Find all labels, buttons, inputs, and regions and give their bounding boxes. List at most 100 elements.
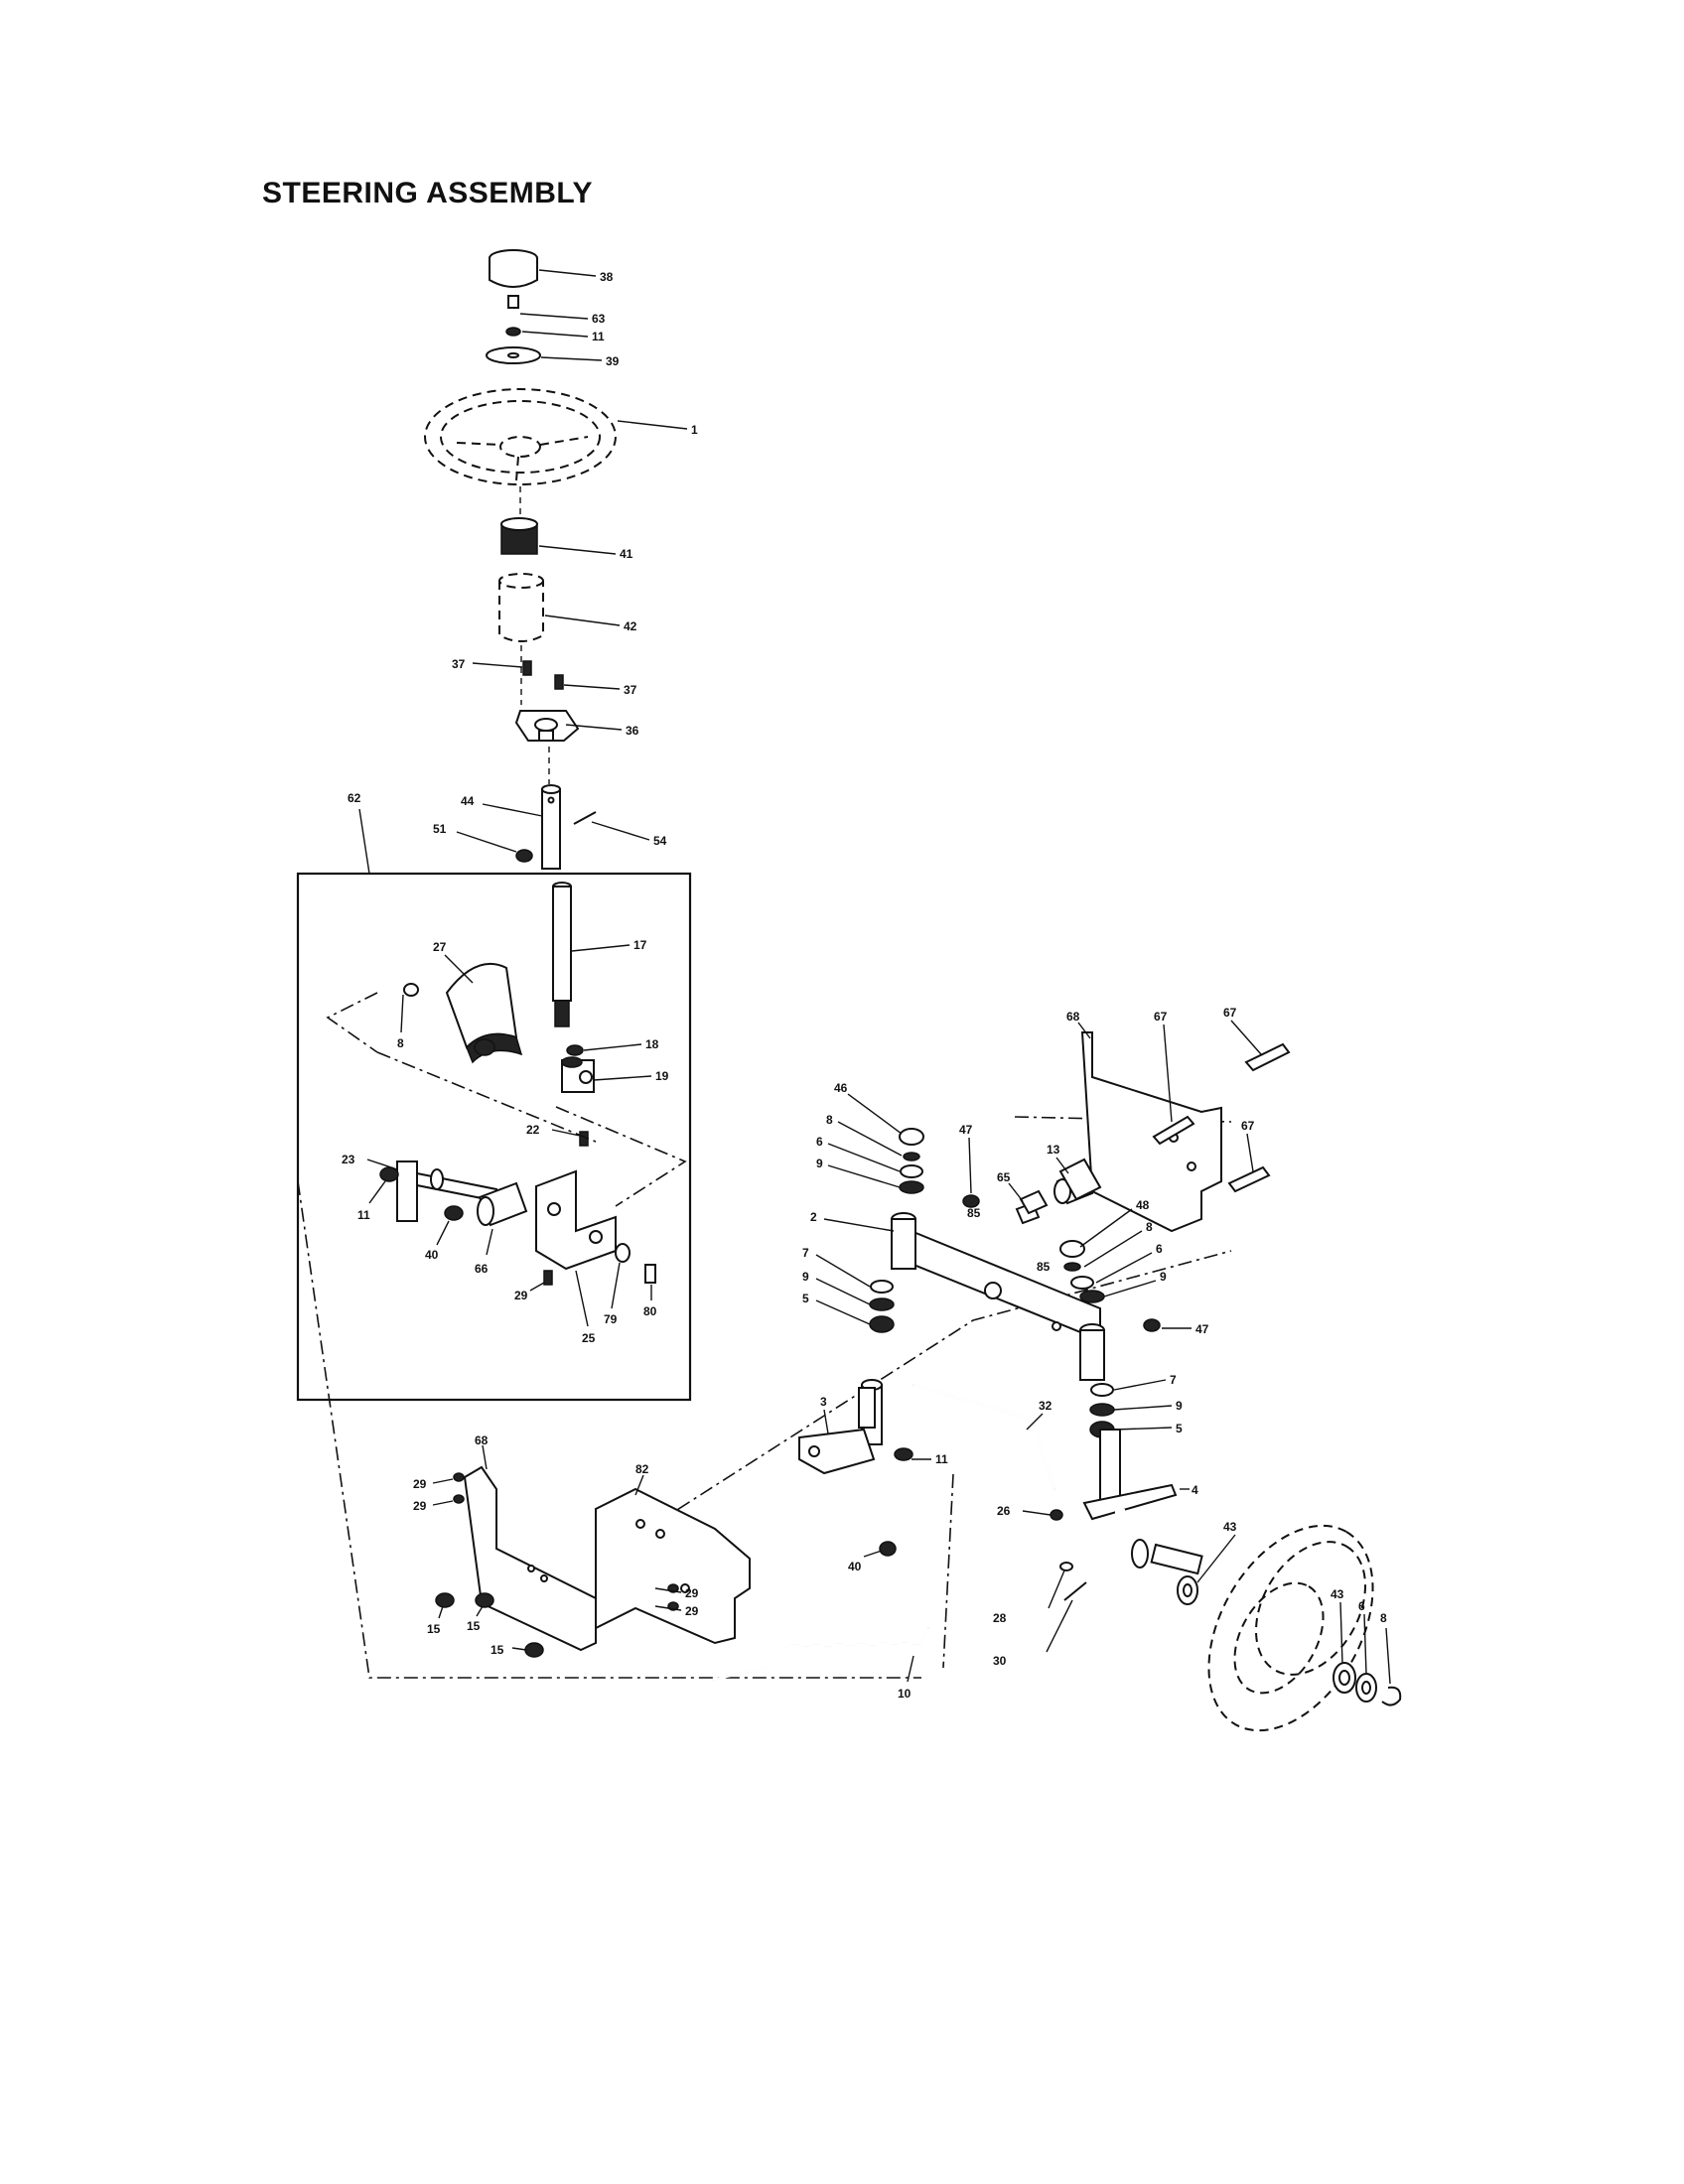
callout-80: 80 — [643, 1304, 657, 1318]
ring-clip — [403, 983, 419, 997]
callout-9-left: 9 — [802, 1270, 809, 1284]
front-wheel-tire — [1207, 1524, 1374, 1732]
callout-67-a: 67 — [1154, 1010, 1168, 1024]
callout-8-gear: 8 — [397, 1036, 404, 1050]
callout-4: 4 — [1192, 1483, 1198, 1497]
nut-lower — [444, 1205, 464, 1221]
bracket-washer — [615, 1243, 631, 1263]
callout-9-lower: 9 — [1176, 1399, 1183, 1413]
callout-28: 28 — [993, 1611, 1007, 1625]
callout-25: 25 — [582, 1331, 596, 1345]
callout-11-pivot: 11 — [357, 1208, 370, 1222]
callout-11-spindle: 11 — [935, 1452, 948, 1466]
grease-fittings — [962, 1194, 1161, 1332]
steering-shaft-lower — [552, 882, 572, 1027]
column-bushing-flange — [514, 710, 580, 742]
drag-link-path — [297, 1180, 921, 1679]
callout-79: 79 — [604, 1312, 618, 1326]
callout-8-wheel: 8 — [1380, 1611, 1387, 1625]
callout-23: 23 — [342, 1153, 355, 1166]
callout-82: 82 — [635, 1462, 649, 1476]
callout-19: 19 — [655, 1069, 669, 1083]
spacer — [477, 1181, 528, 1227]
callout-51: 51 — [433, 822, 447, 836]
steering-gear-splined — [500, 517, 538, 555]
callout-41: 41 — [620, 547, 633, 561]
right-spindle — [1082, 1429, 1203, 1575]
callout-40-lower: 40 — [848, 1560, 862, 1573]
steering-bolt — [507, 295, 519, 309]
plate-nuts — [435, 1592, 544, 1658]
callout-15-a: 15 — [427, 1622, 441, 1636]
page-title: STEERING ASSEMBLY — [262, 177, 594, 209]
callout-63: 63 — [592, 312, 606, 326]
callout-6-wheel: 6 — [1358, 1599, 1365, 1613]
callout-29-b: 29 — [413, 1499, 427, 1513]
callout-5-left: 5 — [802, 1292, 809, 1305]
callout-85-left: 85 — [967, 1206, 981, 1220]
pinion-block — [561, 1056, 595, 1093]
mounting-bracket — [535, 1169, 617, 1271]
steering-washer-small — [505, 327, 521, 337]
callout-5-right: 5 — [1176, 1422, 1183, 1435]
callout-46: 46 — [834, 1081, 848, 1095]
callout-1: 1 — [691, 423, 698, 437]
steering-wheel — [424, 388, 617, 485]
callout-29-c: 29 — [685, 1586, 699, 1600]
callout-54: 54 — [653, 834, 667, 848]
callout-7-right: 7 — [1170, 1373, 1177, 1387]
side-mount-plate — [463, 1465, 597, 1652]
subassembly-frame — [296, 872, 692, 1402]
axle-washers-left — [869, 1152, 924, 1333]
bracket-screw — [543, 1270, 553, 1286]
spindle-fasteners — [879, 1447, 1087, 1601]
callout-67-c: 67 — [1241, 1119, 1255, 1133]
drag-link — [712, 1627, 930, 1682]
callout-47-top: 47 — [959, 1123, 973, 1137]
callout-62: 62 — [348, 791, 361, 805]
callout-29-bracket: 29 — [514, 1289, 528, 1302]
callout-47-right: 47 — [1195, 1322, 1209, 1336]
callout-36: 36 — [626, 724, 639, 738]
callout-labels: 38 63 11 39 1 41 42 37 37 36 62 44 51 — [342, 269, 1391, 1701]
wheel-washers — [1177, 1575, 1402, 1706]
callout-15-b: 15 — [467, 1619, 481, 1633]
callout-32: 32 — [1039, 1399, 1052, 1413]
callout-2: 2 — [810, 1210, 817, 1224]
steering-washer-large — [486, 346, 541, 364]
callout-13: 13 — [1047, 1143, 1060, 1157]
callout-85-right: 85 — [1037, 1260, 1051, 1274]
callout-39: 39 — [606, 354, 620, 368]
arm-shaft — [858, 1387, 876, 1429]
screws — [522, 660, 564, 690]
callout-22: 22 — [526, 1123, 540, 1137]
front-axle-beam — [891, 1212, 1105, 1381]
callout-38: 38 — [600, 270, 614, 284]
steering-cap — [489, 249, 538, 288]
plate-screws — [453, 1472, 679, 1611]
sector-gear — [445, 963, 523, 1064]
steering-shaft-upper — [541, 784, 561, 870]
dash-outline-gear — [326, 992, 687, 1207]
callout-26: 26 — [997, 1504, 1011, 1518]
nut — [515, 849, 533, 863]
callout-11: 11 — [592, 330, 605, 343]
mount-bolts — [1152, 1042, 1291, 1193]
callout-42: 42 — [624, 619, 637, 633]
callout-29-a: 29 — [413, 1477, 427, 1491]
axle-path — [654, 1250, 1232, 1525]
callout-48: 48 — [1136, 1198, 1150, 1212]
callout-17: 17 — [633, 938, 647, 952]
callout-9-axle: 9 — [816, 1157, 823, 1170]
callout-37-right: 37 — [624, 683, 637, 697]
callout-67-b: 67 — [1223, 1006, 1237, 1020]
callout-30: 30 — [993, 1654, 1007, 1668]
callout-10: 10 — [898, 1687, 912, 1701]
callout-65: 65 — [997, 1170, 1011, 1184]
bracket-bolt — [644, 1264, 656, 1284]
callout-43-top: 43 — [1223, 1520, 1237, 1534]
callout-40-pivot: 40 — [425, 1248, 439, 1262]
callout-6-axle: 6 — [816, 1135, 823, 1149]
